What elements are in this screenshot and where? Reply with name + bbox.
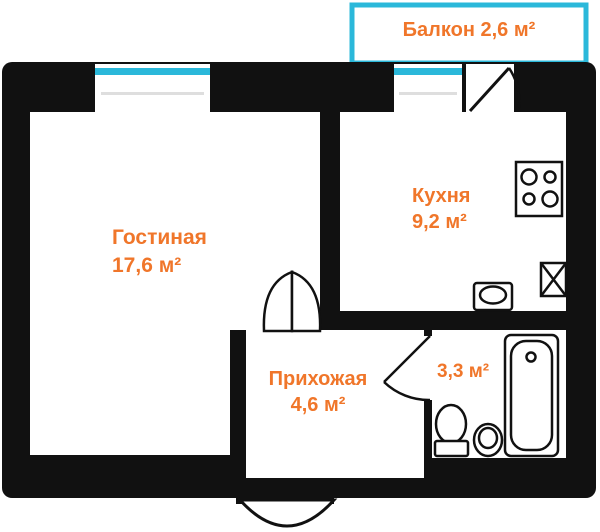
bathroom-door-icon <box>383 335 434 402</box>
living-hallway-door-icon <box>262 270 322 333</box>
toilet-icon <box>433 403 470 458</box>
balcony-area: 2,6 м² <box>480 19 536 41</box>
kitchen-sink-icon <box>472 281 514 312</box>
room-hallway-floor <box>246 330 424 478</box>
kitchen-name: Кухня <box>412 185 471 207</box>
balcony-name: Балкон <box>402 19 475 41</box>
hallway-label: Прихожая 4,6 м² <box>236 366 400 419</box>
kitchen-label: Кухня 9,2 м² <box>412 183 470 236</box>
bathroom-sink-icon <box>472 422 504 458</box>
room-living-floor-shape <box>30 112 320 455</box>
living-room-area: 17,6 м² <box>112 253 182 277</box>
kitchen-area: 9,2 м² <box>412 211 467 234</box>
window-living <box>95 64 210 112</box>
living-room-name: Гостиная <box>112 226 207 249</box>
hallway-name: Прихожая <box>268 368 368 390</box>
stove-icon <box>514 160 564 218</box>
bathroom-label: 3,3 м² <box>437 359 489 384</box>
washer-icon <box>539 261 568 298</box>
entrance-door-icon <box>236 498 338 528</box>
window-kitchen <box>394 64 462 112</box>
bathtub-icon <box>503 333 560 458</box>
bathroom-area: 3,3 м² <box>437 361 490 382</box>
hallway-area: 4,6 м² <box>290 394 346 417</box>
balcony-door-icon <box>466 64 521 113</box>
living-room-label: Гостиная 17,6 м² <box>112 224 207 279</box>
balcony-label: Балкон 2,6 м² <box>352 17 586 43</box>
